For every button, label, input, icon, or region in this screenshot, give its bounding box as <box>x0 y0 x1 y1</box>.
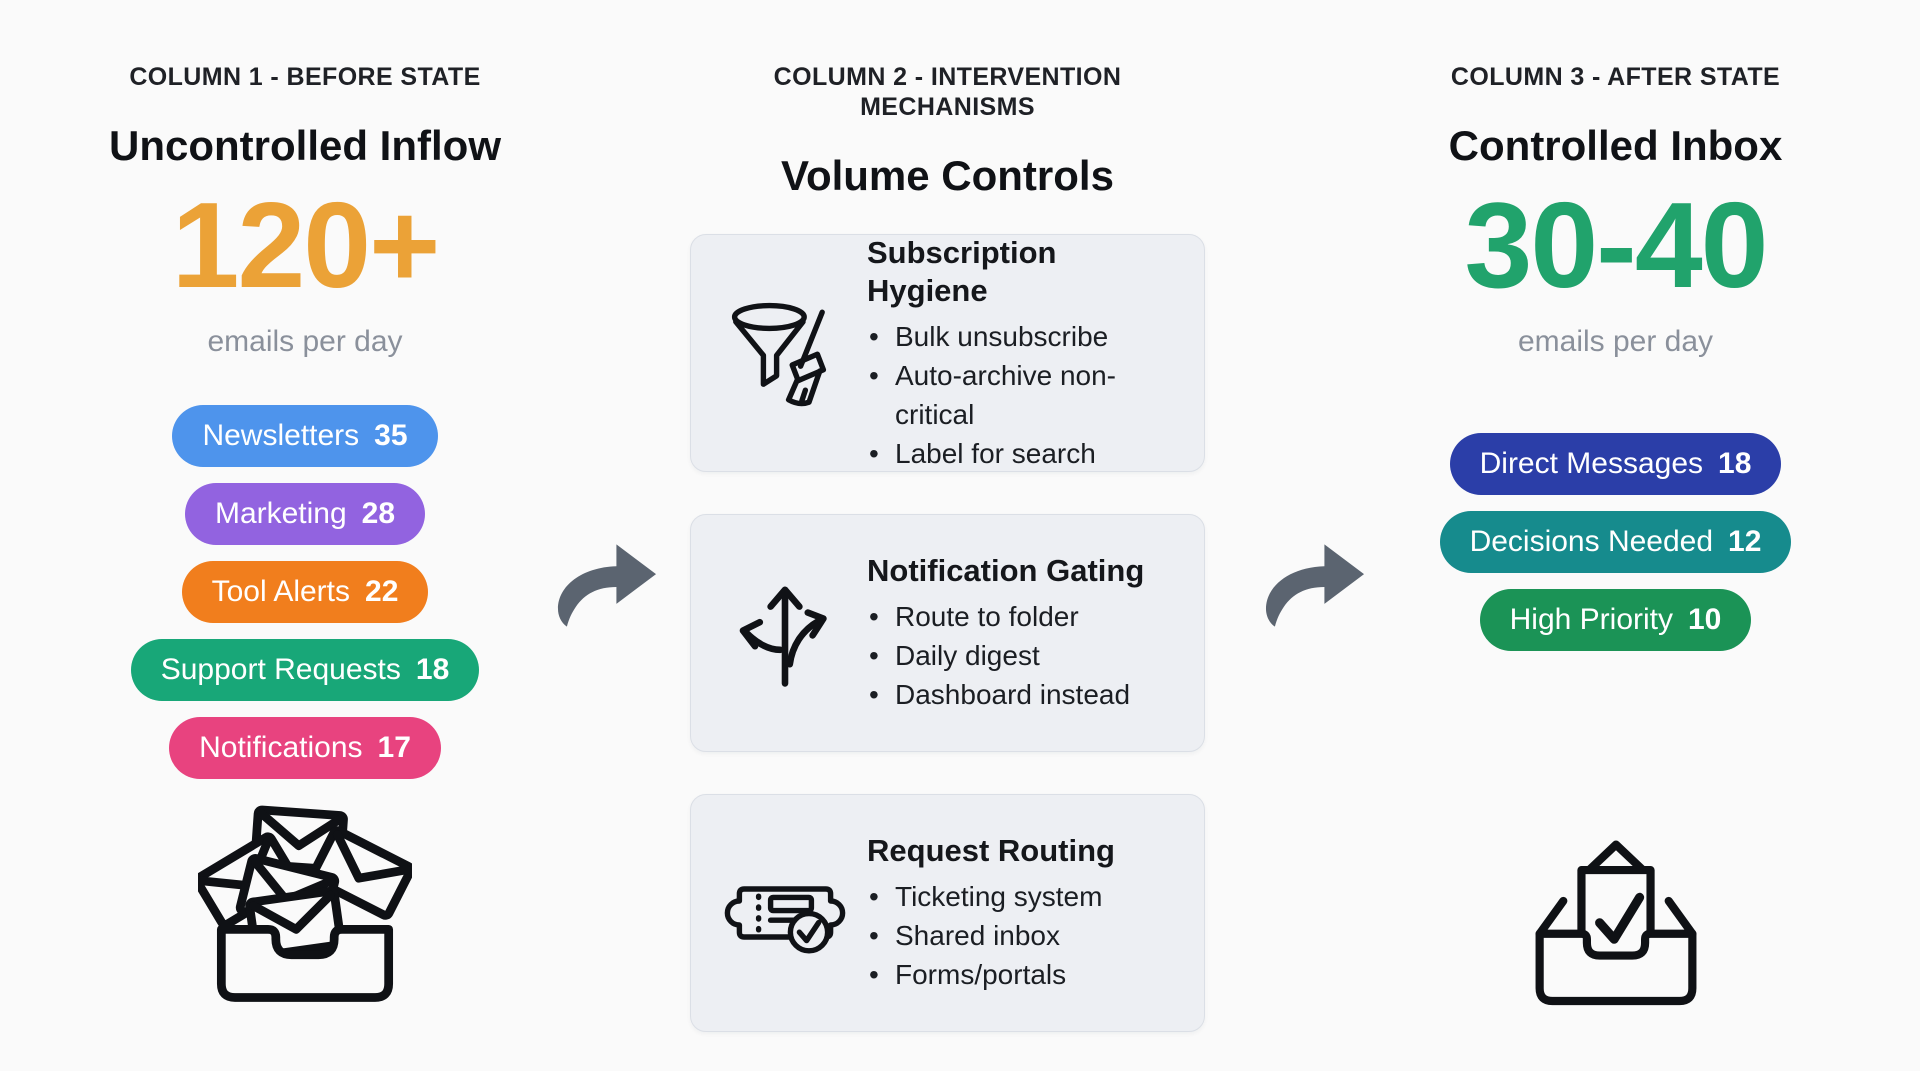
metric-value: 30-40 <box>1464 177 1768 313</box>
metric-caption: emails per day <box>1517 325 1714 358</box>
metric-value: 120+ <box>171 177 441 313</box>
category-pill: Newsletters 35 <box>172 405 438 467</box>
category-pill: Notifications 17 <box>169 717 441 779</box>
column-title: Uncontrolled Inflow <box>109 122 501 169</box>
card-body: Request Routing Ticketing systemShared i… <box>867 832 1180 994</box>
card-bullet: Route to folder <box>867 597 1180 636</box>
pill-label: High Priority <box>1509 603 1673 636</box>
inbox-check-icon <box>1358 821 1873 1021</box>
pill-count: 12 <box>1728 525 1762 558</box>
funnel-broom-icon <box>731 302 827 407</box>
category-pill: Direct Messages 18 <box>1449 433 1782 495</box>
pill-label: Notifications <box>199 731 363 764</box>
metric-caption: emails per day <box>207 325 403 358</box>
pill-label: Newsletters <box>202 419 360 452</box>
pill-count: 18 <box>415 653 450 686</box>
column-title: Controlled Inbox <box>1448 122 1783 169</box>
column-kicker: COLUMN 3 - AFTER STATE <box>1450 63 1781 91</box>
card-title: Request Routing <box>867 833 1115 868</box>
overflowing-inbox-icon <box>45 801 565 1015</box>
flow-arrow-icon <box>556 542 659 634</box>
pill-count: 18 <box>1718 447 1752 480</box>
pill-label: Direct Messages <box>1479 447 1704 480</box>
card-title: Subscription Hygiene <box>867 234 1057 308</box>
flow-arrow-icon <box>1264 542 1367 634</box>
card-bullet: Auto-archive non-critical <box>867 356 1180 434</box>
card-bullet-list: Bulk unsubscribeAuto-archive non-critica… <box>867 317 1180 473</box>
pill-label: Tool Alerts <box>211 575 351 608</box>
category-pill: Tool Alerts 22 <box>181 561 429 623</box>
pill-label: Marketing <box>214 497 347 530</box>
column-interventions: COLUMN 2 - INTERVENTION MECHANISMS Volum… <box>690 62 1205 1032</box>
card-bullet: Daily digest <box>867 636 1180 675</box>
card-icon <box>719 853 851 973</box>
category-pill: Support Requests 18 <box>130 639 480 701</box>
card-bullet: Forms/portals <box>867 955 1180 994</box>
pill-count: 28 <box>361 497 396 530</box>
card-bullet: Shared inbox <box>867 916 1180 955</box>
category-pill: Marketing 28 <box>184 483 426 545</box>
card-bullet: Dashboard instead <box>867 675 1180 714</box>
intervention-card: Subscription Hygiene Bulk unsubscribeAut… <box>690 234 1205 473</box>
intervention-card-stack: Subscription Hygiene Bulk unsubscribeAut… <box>690 234 1205 1032</box>
pill-count: 35 <box>374 419 408 452</box>
card-bullet: Bulk unsubscribe <box>867 317 1180 356</box>
card-bullet: Ticketing system <box>867 877 1180 916</box>
card-icon <box>719 293 851 413</box>
pill-count: 22 <box>365 575 399 608</box>
category-pill: High Priority 10 <box>1479 589 1752 651</box>
ticket-check-icon <box>724 886 846 954</box>
pill-count: 17 <box>377 731 411 764</box>
column-kicker: COLUMN 2 - INTERVENTION MECHANISMS <box>773 63 1122 121</box>
intervention-card: Notification Gating Route to folderDaily… <box>690 514 1205 752</box>
category-pill: Decisions Needed 12 <box>1439 511 1792 573</box>
category-pill-stack: Newsletters 35 Marketing 28 Tool Alerts … <box>45 405 565 779</box>
column-after-state: COLUMN 3 - AFTER STATE Controlled Inbox … <box>1358 62 1873 1021</box>
intervention-card: Request Routing Ticketing systemShared i… <box>690 794 1205 1032</box>
column-before-state: COLUMN 1 - BEFORE STATE Uncontrolled Inf… <box>45 62 565 1015</box>
card-bullet-list: Ticketing systemShared inboxForms/portal… <box>867 877 1180 994</box>
card-body: Notification Gating Route to folderDaily… <box>867 552 1180 714</box>
card-bullet: Label for search <box>867 434 1180 473</box>
pill-label: Support Requests <box>160 653 401 686</box>
card-bullet-list: Route to folderDaily digestDashboard ins… <box>867 597 1180 714</box>
pill-label: Decisions Needed <box>1469 525 1714 558</box>
card-icon <box>719 573 851 693</box>
card-title: Notification Gating <box>867 553 1145 588</box>
column-kicker: COLUMN 1 - BEFORE STATE <box>129 63 481 91</box>
card-body: Subscription Hygiene Bulk unsubscribeAut… <box>867 234 1180 473</box>
column-title: Volume Controls <box>781 152 1114 199</box>
branch-arrows-icon <box>739 586 827 687</box>
pill-count: 10 <box>1688 603 1722 636</box>
category-pill-stack: Direct Messages 18 Decisions Needed 12 H… <box>1358 433 1873 651</box>
